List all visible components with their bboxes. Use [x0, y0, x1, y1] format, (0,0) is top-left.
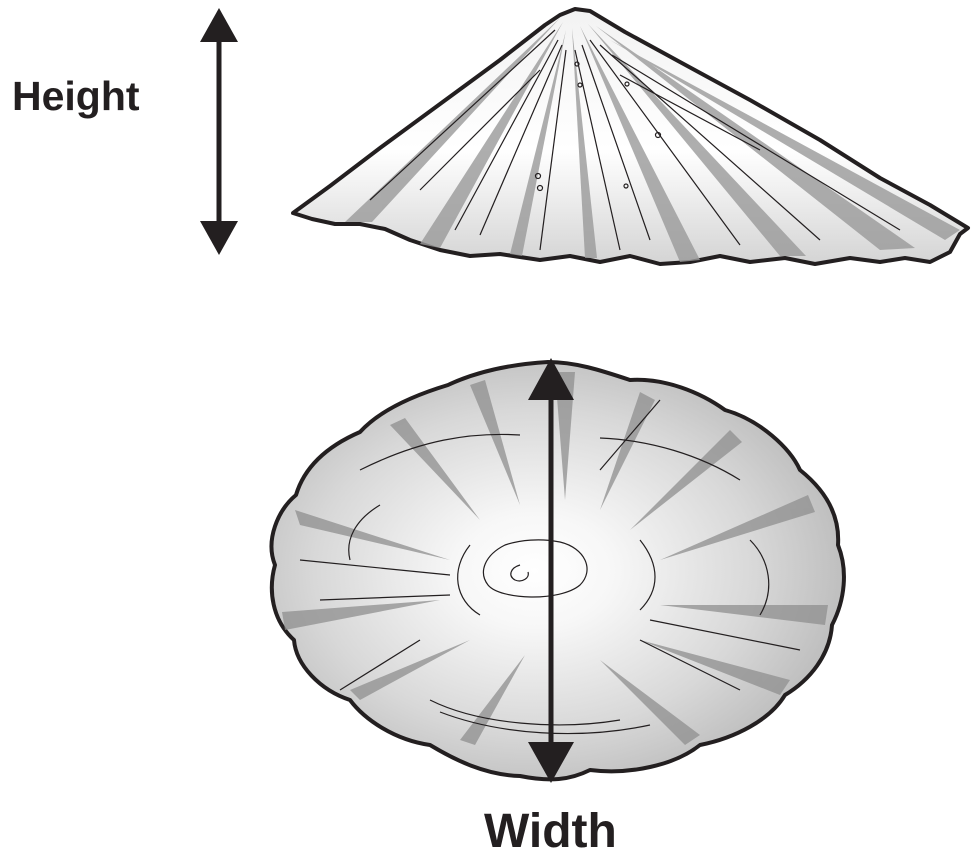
sand-pile-side-view — [293, 9, 968, 264]
sand-pile-top-view — [272, 362, 844, 779]
height-arrow-head-up — [200, 8, 238, 42]
top-outline — [272, 362, 844, 779]
height-arrow-head-down — [200, 221, 238, 255]
height-arrow — [200, 8, 238, 255]
